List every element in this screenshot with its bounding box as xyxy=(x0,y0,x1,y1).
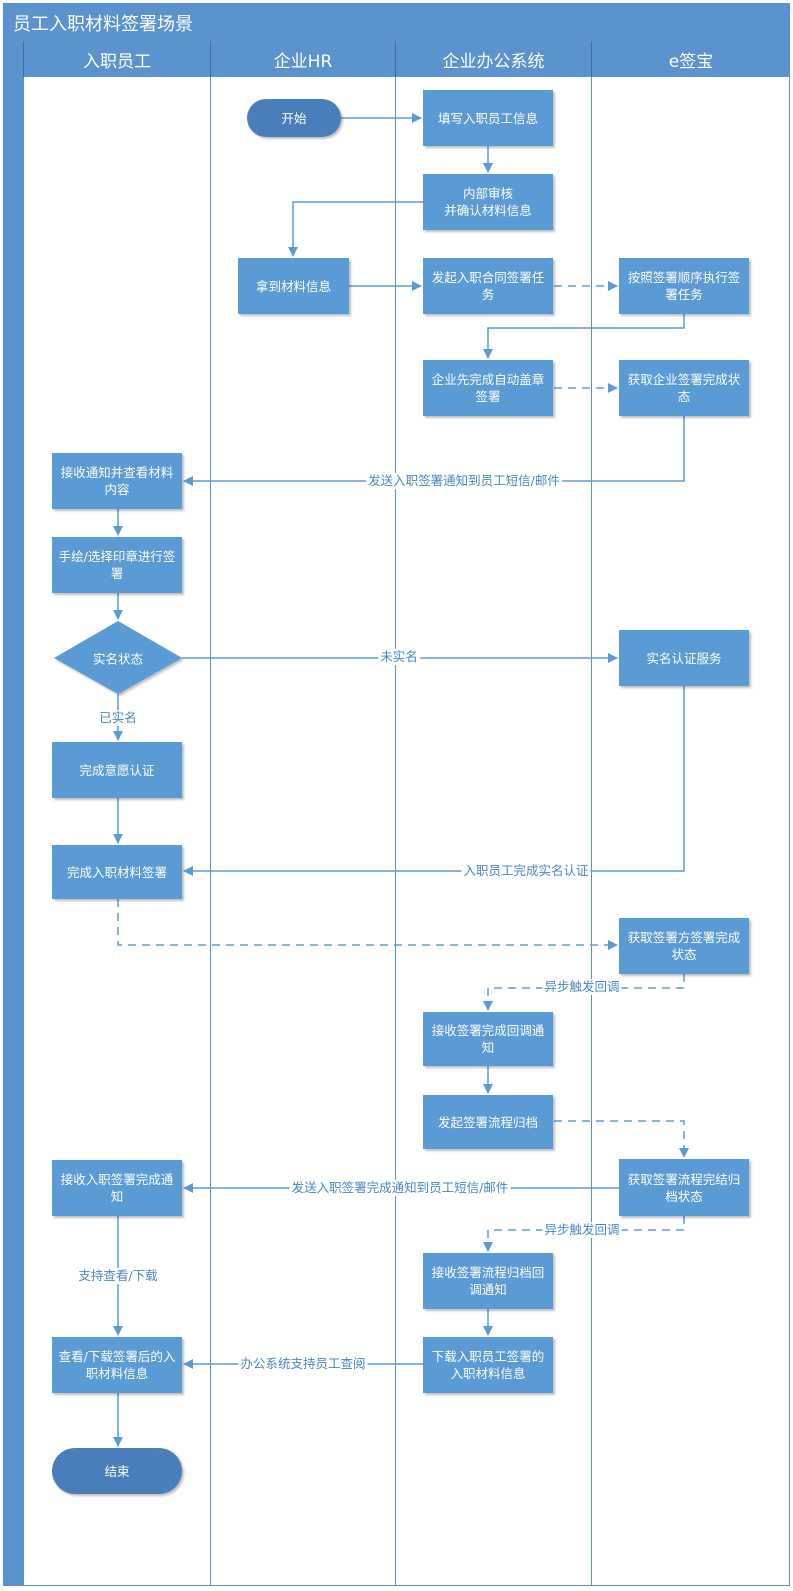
edge-execute-to-auto-seal xyxy=(483,314,685,359)
edge-review-to-get-materials xyxy=(288,201,423,257)
node-get-materials: 拿到材料信息 xyxy=(238,258,349,314)
node-receive-callback: 接收签署完成回调通 知 xyxy=(423,1012,553,1066)
node-get-archive-status: 获取签署流程完结归 档状态 xyxy=(619,1159,749,1216)
node-fill-employee-info: 填写入职员工信息 xyxy=(423,90,553,146)
lane-office-system xyxy=(395,77,591,1586)
edge-label-async-callback-2: 异步触发回调 xyxy=(542,1222,622,1238)
node-complete-sign: 完成入职材料签署 xyxy=(52,845,182,899)
node-launch-contract-sign: 发起入职合同签署任 务 xyxy=(423,258,553,314)
node-execute-sign-order: 按照签署顺序执行签 署任务 xyxy=(619,258,749,314)
node-internal-review: 内部审核 并确认材料信息 xyxy=(423,174,553,230)
node-get-signer-status: 获取签署方签署完成 状态 xyxy=(619,918,749,974)
lane-header-office-system: 企业办公系统 xyxy=(395,41,591,77)
edge-send-notice xyxy=(183,416,685,486)
lane-header-employee: 入职员工 xyxy=(23,41,210,77)
lane-esign xyxy=(591,77,790,1586)
start-terminal: 开始 xyxy=(247,99,341,137)
lane-hr xyxy=(210,77,395,1586)
lane-header-hr: 企业HR xyxy=(210,41,395,77)
lane-employee xyxy=(23,77,210,1586)
pool-side-strip xyxy=(3,41,23,1586)
edge-label-send-complete-notice: 发送入职签署完成通知到员工短信/邮件 xyxy=(289,1180,511,1196)
edge-label-office-support: 办公系统支持员工查阅 xyxy=(238,1356,368,1372)
lane-header-esign: e签宝 xyxy=(591,41,790,77)
node-get-company-sign-status: 获取企业签署完成状 态 xyxy=(619,360,749,416)
node-intent-auth: 完成意愿认证 xyxy=(52,742,182,798)
node-hand-sign: 手绘/选择印章进行签 署 xyxy=(52,537,182,593)
diagram-title: 员工入职材料签署场景 xyxy=(13,14,193,35)
edge-realname-complete xyxy=(183,686,685,876)
node-download-materials: 下载入职员工签署的 入职材料信息 xyxy=(423,1337,553,1393)
end-terminal: 结束 xyxy=(52,1448,182,1494)
node-receive-archive-callback: 接收签署流程归档回 调通知 xyxy=(423,1253,553,1309)
realname-status-decision xyxy=(54,621,182,694)
node-receive-notice: 接收通知并查看材料 内容 xyxy=(52,453,182,509)
node-launch-archive: 发起签署流程归档 xyxy=(423,1095,553,1149)
edge-label-realname-complete: 入职员工完成实名认证 xyxy=(461,863,591,879)
node-realname-service: 实名认证服务 xyxy=(619,630,749,686)
edge-label-support-view: 支持查看/下载 xyxy=(76,1268,160,1284)
edge-label-realname-done: 已实名 xyxy=(97,710,139,726)
edge-archive-to-archive-status xyxy=(554,1120,689,1158)
edge-label-send-notice: 发送入职签署通知到员工短信/邮件 xyxy=(366,473,562,489)
node-view-download: 查看/下载签署后的入 职材料信息 xyxy=(52,1337,182,1393)
node-auto-seal: 企业先完成自动盖章 签署 xyxy=(423,360,553,416)
realname-status-label: 实名状态 xyxy=(92,651,144,667)
edge-complete-to-signer-status xyxy=(117,899,618,950)
node-receive-sign-complete: 接收入职签署完成通 知 xyxy=(52,1160,182,1216)
edge-label-async-callback-1: 异步触发回调 xyxy=(542,979,622,995)
edge-label-not-realname: 未实名 xyxy=(378,649,420,665)
